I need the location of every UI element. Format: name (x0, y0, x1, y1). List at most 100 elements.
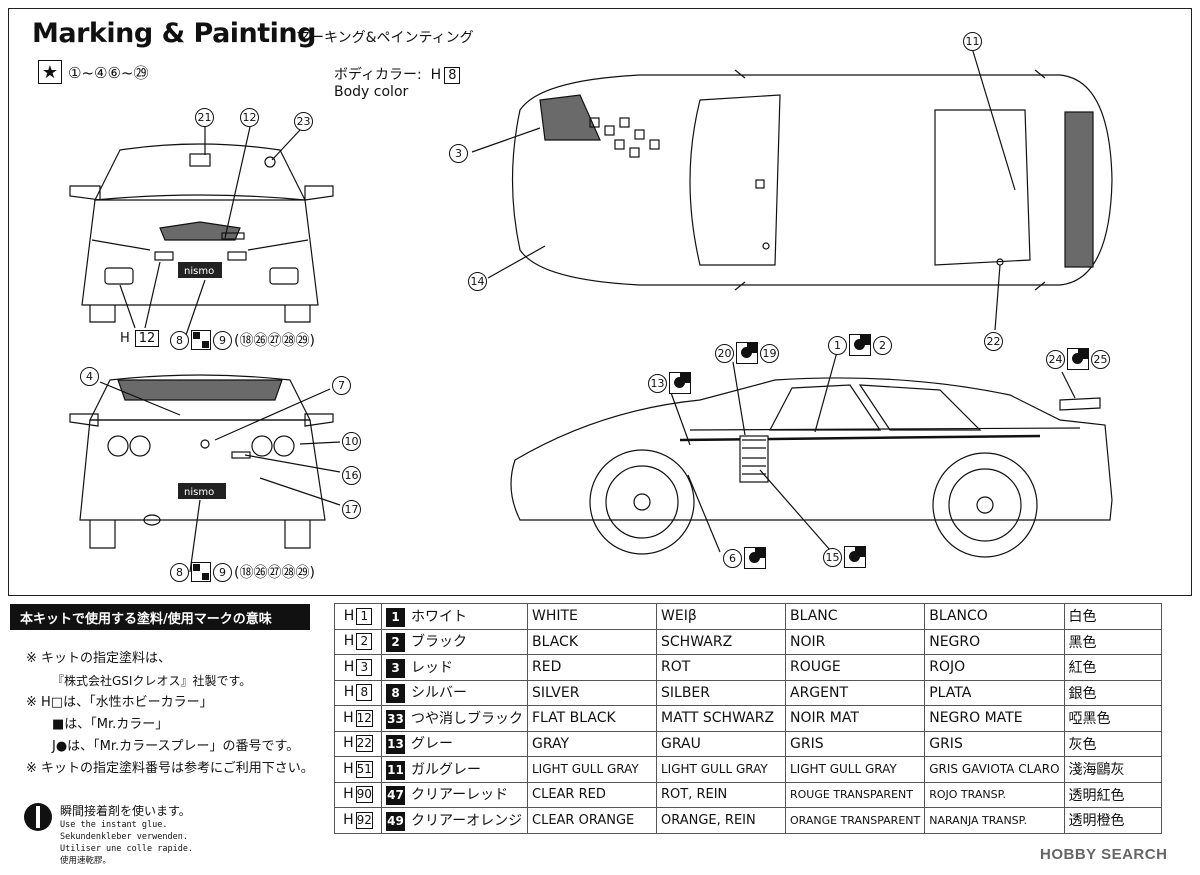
top-callout-22: 22 (984, 332, 1003, 351)
top-callout-lines (471, 47, 1016, 331)
rear-callout-lines (99, 381, 341, 573)
paint-name-en: CLEAR RED (532, 787, 606, 803)
paint-name-jp: つや消しブラック (411, 710, 523, 727)
paint-mr-number: 11 (386, 760, 405, 780)
paint-h-number: 8 (356, 684, 373, 702)
paint-name-jp: ブラック (411, 634, 467, 651)
hobby-search-watermark: HOBBY SEARCH (1040, 846, 1168, 863)
side-view-drawing (510, 377, 1113, 558)
paint-name-jp: ホワイト (411, 608, 467, 625)
paint-name-es: BLANCO (929, 608, 988, 625)
paint-name-cn: 淺海鷗灰 (1068, 762, 1125, 779)
paint-name-en: GRAY (532, 735, 570, 752)
paint-name-cn: 紅色 (1068, 660, 1097, 677)
paint-h-number: 12 (355, 709, 373, 727)
front-callout-21: 21 (195, 108, 214, 127)
star-marking-row: ★ ①~④⑥~㉙ (38, 60, 148, 84)
paint-name-cn: 透明紅色 (1068, 787, 1125, 804)
paint-name-cn: 白色 (1068, 609, 1097, 626)
paint-name-en: LIGHT GULL GRAY (532, 762, 639, 777)
diagram-frame (8, 8, 1192, 596)
dot-checker-icon (844, 546, 866, 568)
glue-instruction: 瞬間接着剤を使います。 Use the instant glue. Sekund… (24, 803, 193, 867)
dot-checker-icon (1067, 348, 1089, 370)
top-callout-14: 14 (468, 272, 487, 291)
legend-notes: ※ キットの指定塗料は、 『株式会社GSIクレオス』社製です。 ※ H□は、「水… (26, 648, 314, 780)
front-view-drawing: nismo (69, 143, 334, 323)
rear-callout-10: 10 (342, 432, 361, 451)
paint-h-prefix: H (343, 684, 355, 701)
side-callout-6: 6 (723, 547, 766, 569)
paint-h-prefix: H (343, 633, 355, 650)
paint-mr-number: 2 (386, 633, 405, 653)
svg-text:nismo: nismo (184, 487, 214, 498)
paint-name-de: ORANGE, REIN (661, 812, 756, 828)
paint-name-es: NARANJA TRANSP. (929, 813, 1028, 827)
paint-name-jp: クリアーレッド (411, 787, 509, 804)
note-line: 『株式会社GSIクレオス』社製です。 (52, 674, 252, 688)
front-callout-23: 23 (294, 112, 313, 131)
paint-name-en: CLEAR ORANGE (532, 812, 635, 828)
paint-name-es: GRIS (929, 735, 963, 752)
paint-name-es: PLATA (929, 684, 972, 701)
paint-name-es: ROJO (929, 659, 966, 676)
paint-name-de: ROT (661, 659, 691, 676)
paint-name-cn: 銀色 (1068, 685, 1097, 702)
dot-checker-icon (744, 547, 766, 569)
paint-name-fr: ROUGE TRANSPARENT (790, 788, 913, 802)
paint-h-number: 90 (355, 786, 373, 804)
rear-callout-4: 4 (80, 367, 99, 386)
paint-name-fr: ARGENT (790, 684, 849, 701)
paint-mr-number: 49 (386, 811, 405, 831)
note-line: ※ H□は、「水性ホビーカラー」 (26, 695, 213, 710)
checker-icon (191, 562, 211, 582)
paint-name-cn: 啞黑色 (1068, 711, 1111, 728)
paint-h-prefix: H (343, 658, 355, 675)
paint-name-fr: NOIR (790, 633, 826, 650)
note-line: ※ キットの指定塗料番号は参考にご利用下さい。 (26, 761, 314, 776)
body-color-english: Body color (334, 84, 409, 100)
legend-header: 本キットで使用する塗料/使用マークの意味 (10, 604, 310, 630)
paint-h-number: 51 (355, 760, 373, 778)
paint-name-cn: 黑色 (1068, 634, 1097, 651)
paint-h-prefix: H (343, 786, 354, 803)
paint-h-prefix: H (343, 760, 354, 777)
note-line: ※ キットの指定塗料は、 (26, 651, 172, 666)
paint-h-number: 92 (355, 811, 373, 829)
rear-view-drawing: nismo (69, 374, 334, 549)
dot-checker-icon (849, 334, 871, 356)
paint-name-cn: 透明橙色 (1068, 813, 1125, 830)
paint-name-jp: グレー (411, 736, 453, 753)
paint-name-de: MATT SCHWARZ (661, 710, 775, 727)
rear-callout-17: 17 (342, 500, 361, 519)
page-title: Marking & Painting (32, 18, 316, 49)
paint-h-number: 3 (356, 658, 373, 676)
star-marking-range: ①~④⑥~㉙ (68, 63, 149, 82)
paint-name-fr: NOIR MAT (790, 710, 859, 727)
note-line: ■は、「Mr.カラー」 (52, 717, 169, 732)
top-callout-3: 3 (449, 144, 468, 163)
paint-h-prefix: H (343, 709, 354, 726)
front-callout-lines (119, 126, 301, 339)
side-callout-lines (669, 351, 1076, 553)
svg-text:nismo: nismo (184, 266, 214, 277)
dot-checker-icon (736, 342, 758, 364)
paint-name-cn: 灰色 (1068, 736, 1097, 753)
paint-name-fr: LIGHT GULL GRAY (790, 762, 897, 777)
paint-name-es: NEGRO (929, 633, 981, 650)
paint-h-number: 1 (356, 607, 373, 625)
paint-name-en: BLACK (532, 633, 579, 650)
paint-mr-number: 33 (386, 709, 405, 729)
paint-mr-number: 3 (386, 658, 405, 678)
